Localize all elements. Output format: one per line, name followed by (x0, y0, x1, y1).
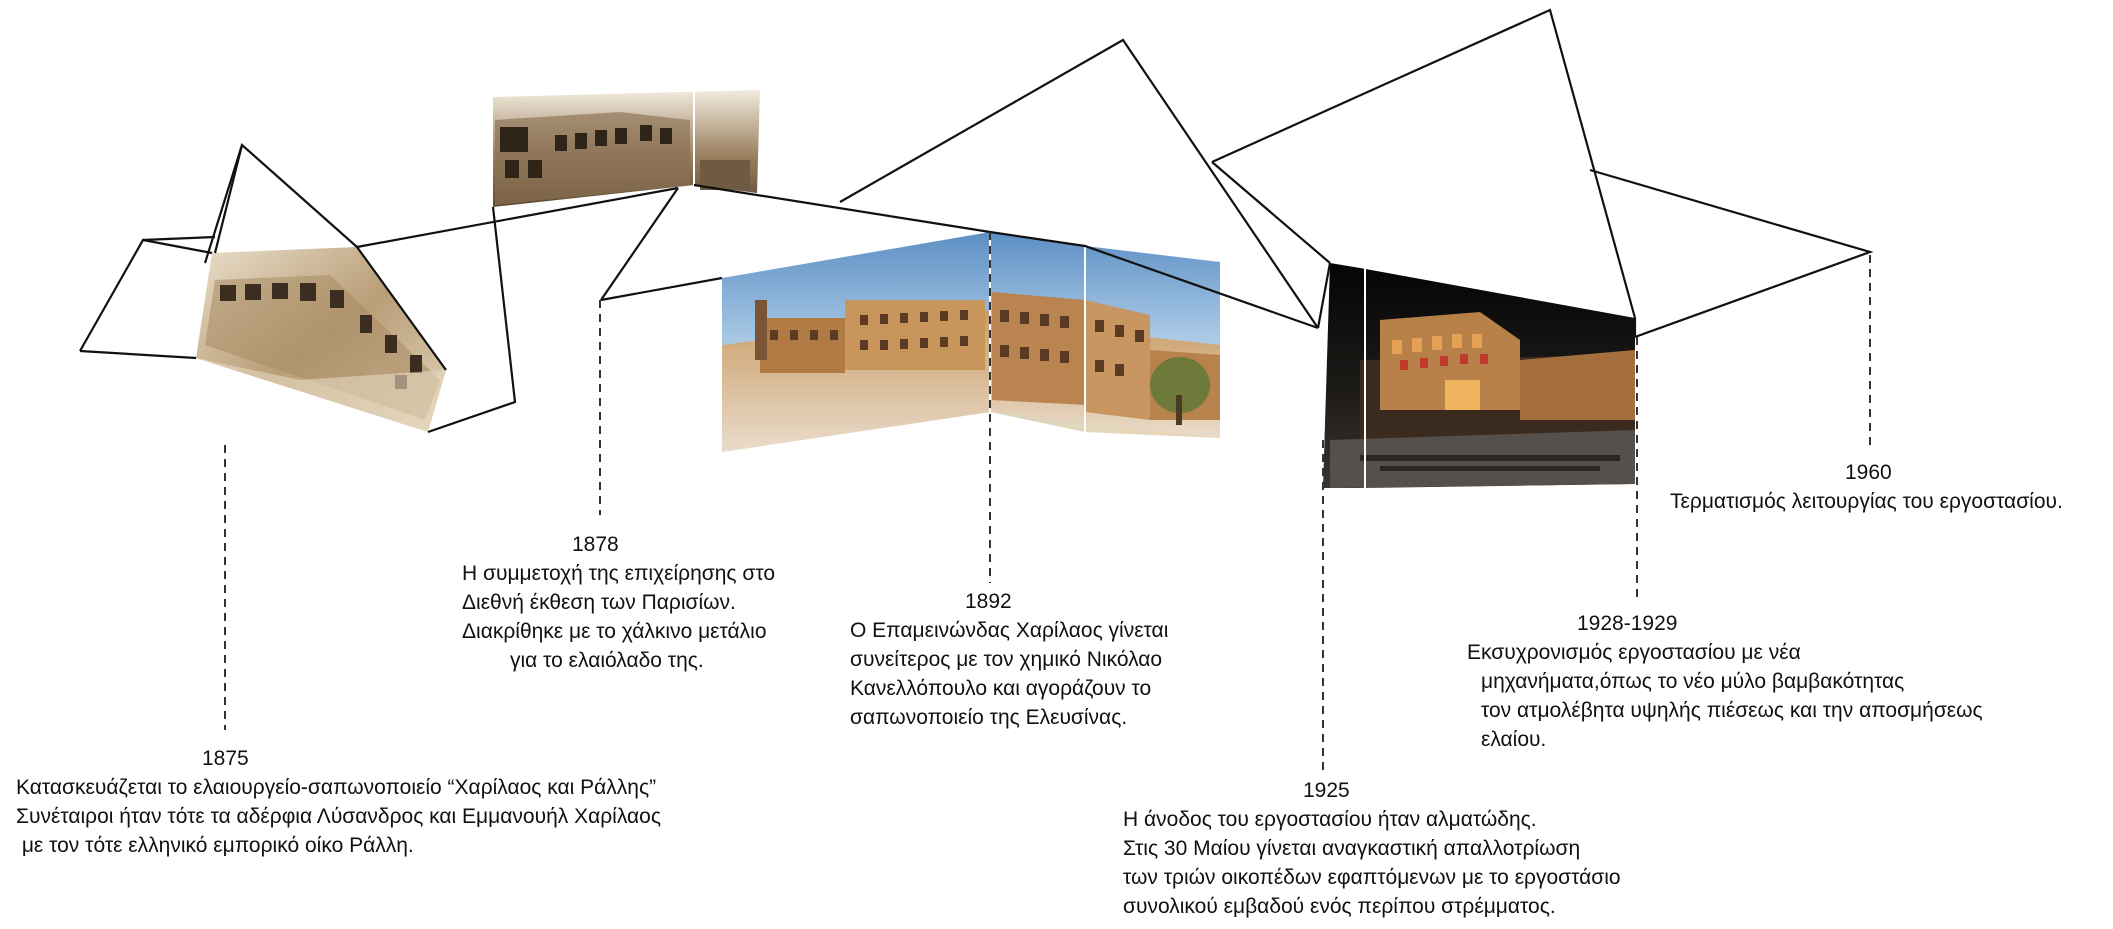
event-year: 1960 (1845, 461, 1892, 484)
event-year: 1878 (572, 533, 619, 556)
event-text-line: συνολικού εμβαδού ενός περίπου στρέμματο… (1123, 895, 1556, 918)
event-1878: 1878 Η συμμετοχή της επιχείρησης στο Διε… (462, 530, 775, 675)
event-text-line: Διεθνή έκθεση των Παρισίων. (462, 591, 736, 614)
event-text-line: Συνέταιροι ήταν τότε τα αδέρφια Λύσανδρο… (16, 805, 661, 828)
event-text-line: Κατασκευάζεται το ελαιουργείο-σαπωνοποιε… (16, 776, 657, 799)
photo-factory-night-icon (1323, 263, 1635, 488)
event-1925: 1925 Η άνοδος του εργοστασίου ήταν αλματ… (1123, 776, 1621, 921)
event-text-line: μηχανήματα,όπως το νέο μύλο βαμβακότητας (1481, 670, 1905, 693)
leader-lines (224, 232, 1871, 770)
event-year: 1875 (202, 747, 249, 770)
event-text-line: Στις 30 Μαίου γίνεται αναγκαστική απαλλο… (1123, 837, 1581, 860)
event-text-line: Διακρίθηκε με το χάλκινο μετάλιο (462, 620, 767, 643)
event-text-line: των τριών οικοπέδων εφαπτόμενων με το ερ… (1123, 866, 1621, 889)
event-text-line: σαπωνοποιείο της Ελευσίνας. (850, 706, 1128, 729)
event-text-line: Εκσυχρονισμός εργοστασίου με νέα (1467, 641, 1801, 664)
event-text-line: Κανελλόπουλο και αγοράζουν το (850, 677, 1152, 700)
event-text-line: Τερματισμός λειτουργίας του εργοστασίου. (1670, 490, 2063, 513)
photo-factory-sepia-1-icon (196, 247, 446, 432)
event-text-line: Ο Επαμεινώνδας Χαρίλαος γίνεται (850, 619, 1169, 642)
event-1892: 1892 Ο Επαμεινώνδας Χαρίλαος γίνεται συν… (850, 587, 1168, 732)
event-1875: 1875 Κατασκευάζεται το ελαιουργείο-σαπων… (16, 744, 661, 860)
event-text-line: ελαίου. (1481, 728, 1547, 751)
photo-factory-sepia-2-icon (493, 90, 760, 207)
event-text-line: συνείτερος με τον χημικό Νικόλαο (850, 648, 1163, 671)
event-text-line: για το ελαιόλαδο της. (510, 649, 704, 672)
photo-factory-panorama-icon (722, 232, 1220, 452)
event-text-line: με τον τότε ελληνικό εμπορικό οίκο Ράλλη… (16, 834, 414, 857)
event-text-line: Η άνοδος του εργοστασίου ήταν αλματώδης. (1123, 808, 1537, 831)
event-1928-1929: 1928-1929 Εκσυχρονισμός εργοστασίου με ν… (1467, 609, 1983, 754)
event-year: 1928-1929 (1577, 612, 1678, 635)
event-text-line: Η συμμετοχή της επιχείρησης στο (462, 562, 776, 585)
event-year: 1925 (1303, 779, 1350, 802)
event-year: 1892 (965, 590, 1012, 613)
event-text-line: τον ατμολέβητα υψηλής πιέσεως και την απ… (1481, 699, 1983, 722)
timeline-outline (79, 8, 1874, 434)
event-1960: 1960 Τερματισμός λειτουργίας του εργοστα… (1670, 458, 2063, 516)
